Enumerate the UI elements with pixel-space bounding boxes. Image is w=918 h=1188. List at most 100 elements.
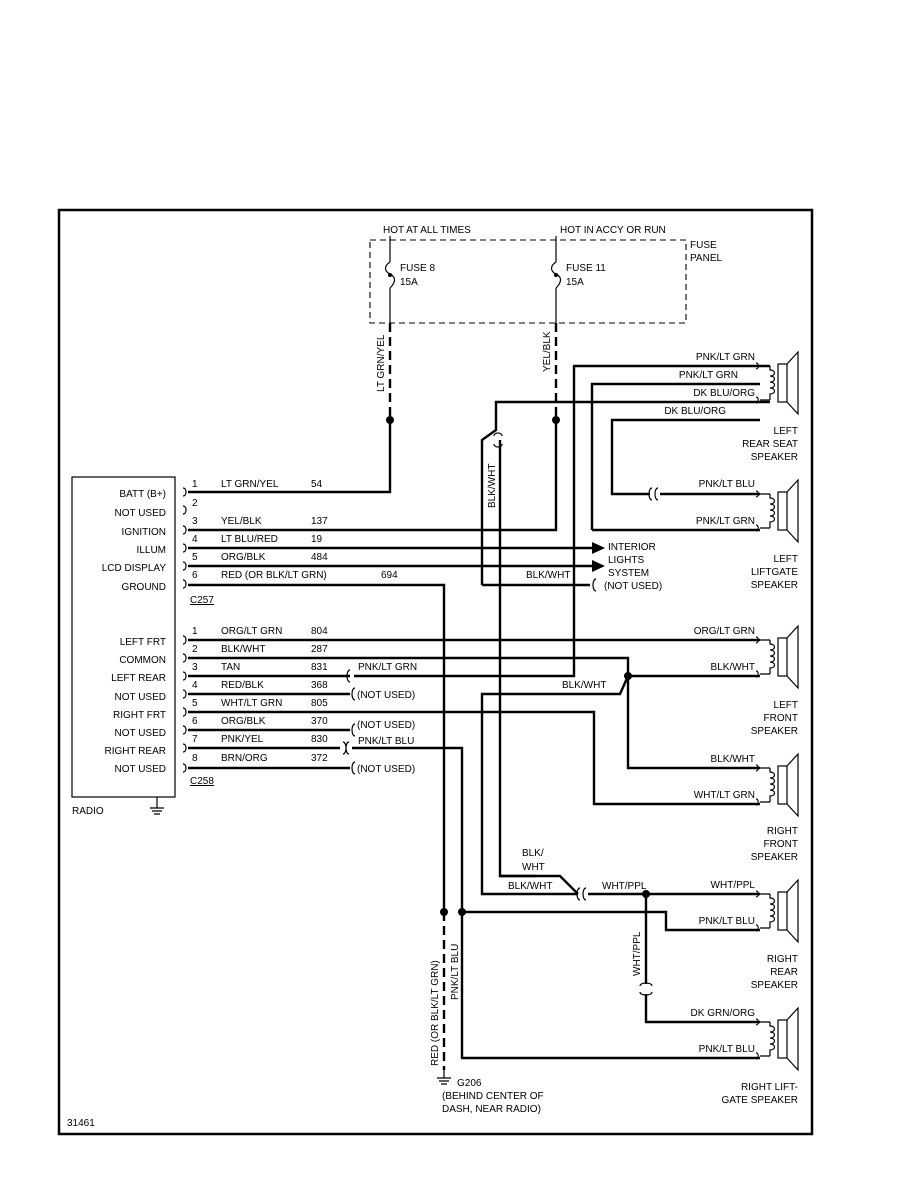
rr-top-label: WHT/PPL — [711, 880, 756, 891]
c257-color-3: YEL/BLK — [221, 516, 262, 527]
lf-bottom-label: BLK/WHT — [711, 662, 755, 673]
radio-pin-right-frt: RIGHT FRT — [113, 710, 166, 721]
speaker-right-front: BLK/WHT WHT/LT GRN RIGHT FRONT SPEAKER — [694, 753, 799, 863]
c257-color-4: LT BLU/RED — [221, 534, 278, 545]
c258-circuit-3: 831 — [311, 662, 328, 673]
not-used-4: (NOT USED) — [357, 690, 415, 701]
radio-pin-right-rear: RIGHT REAR — [105, 746, 167, 757]
yel-blk-vertical-label: YEL/BLK — [542, 331, 553, 372]
c257-color-1: LT GRN/YEL — [221, 479, 279, 490]
speaker-right-liftgate: DK GRN/ORG PNK/LT BLU RIGHT LIFT- GATE S… — [691, 1007, 799, 1106]
rlg-bottom-label: PNK/LT BLU — [699, 1044, 755, 1055]
wht-ppl-lower-label: WHT/PPL — [602, 881, 647, 892]
radio-pin-ignition: IGNITION — [122, 527, 166, 538]
interior-lights-1: INTERIOR — [608, 542, 656, 553]
c258-color-4: RED/BLK — [221, 680, 264, 691]
radio-pin-common: COMMON — [119, 655, 166, 666]
pnk-lt-blu-inline: PNK/LT BLU — [358, 736, 414, 747]
lf-label-1: LEFT — [774, 700, 798, 711]
rlg-top-label: DK GRN/ORG — [691, 1008, 756, 1019]
radio-pin-batt: BATT (B+) — [119, 489, 166, 500]
fuse-feed-wires: LT GRN/YEL YEL/BLK — [188, 323, 560, 532]
hot-at-all-times-label: HOT AT ALL TIMES — [383, 225, 471, 236]
fuse-11-rating: 15A — [566, 277, 584, 288]
rf-bottom-label: WHT/LT GRN — [694, 790, 755, 801]
c258-name: C258 — [190, 776, 214, 787]
c257-circuit-6: 694 — [381, 570, 398, 581]
c258-circuit-1: 804 — [311, 626, 328, 637]
c258-color-8: BRN/ORG — [221, 753, 268, 764]
lrs-wire4-label: DK BLU/ORG — [664, 406, 726, 417]
diagram-frame — [57, 208, 814, 1136]
radio-pin-illum: ILLUM — [137, 545, 166, 556]
fuse-11-symbol — [550, 261, 562, 289]
c258-pin-2: 2 — [192, 644, 198, 655]
fuse-panel-label-1: FUSE — [690, 240, 717, 251]
c257-circuit-3: 137 — [311, 516, 328, 527]
c258-color-3: TAN — [221, 662, 240, 673]
rr-bottom-label: PNK/LT BLU — [699, 916, 755, 927]
c257-pin-2: 2 — [192, 498, 198, 509]
c258-pin-8: 8 — [192, 753, 198, 764]
llg-label-2: LIFTGATE — [751, 567, 798, 578]
rr-label-2: REAR — [770, 967, 798, 978]
fuse-11-name: FUSE 11 — [566, 263, 606, 274]
c257-color-5: ORG/BLK — [221, 552, 266, 563]
g206-name: G206 — [457, 1078, 482, 1089]
lower-speaker-wires: BLK/ WHT BLK/WHT WHT/PPL WHT/PPL RED (OR… — [430, 848, 760, 1070]
blk-wht-splice: BLK/WHT — [480, 672, 760, 896]
c258-color-7: PNK/YEL — [221, 734, 264, 745]
pnk-lt-grn-inline: PNK/LT GRN — [358, 662, 417, 673]
radio-pin-not-used-8: NOT USED — [115, 764, 167, 775]
blk-wht-vertical-label: BLK/WHT — [487, 464, 498, 508]
figure-number: 31461 — [67, 1118, 95, 1129]
c258-circuit-5: 805 — [311, 698, 328, 709]
interior-lights-3: SYSTEM — [608, 568, 649, 579]
speaker-left-rear-seat: PNK/LT GRN PNK/LT GRN DK BLU/ORG DK BLU/… — [664, 351, 799, 463]
g206-line1: (BEHIND CENTER OF — [442, 1091, 544, 1102]
radio-pin-ground: GROUND — [122, 582, 166, 593]
c258-pin-1: 1 — [192, 626, 198, 637]
c257-circuit-4: 19 — [311, 534, 323, 545]
c257-circuit-1: 54 — [311, 479, 323, 490]
blk-wht-lower-label: BLK/WHT — [508, 881, 552, 892]
c257-color-6: RED (OR BLK/LT GRN) — [221, 570, 327, 581]
connector-brackets — [182, 487, 187, 773]
c258-circuit-4: 368 — [311, 680, 328, 691]
fuse-panel-label-2: PANEL — [690, 253, 722, 264]
g206-line2: DASH, NEAR RADIO) — [442, 1104, 541, 1115]
wht-ppl-vertical-label: WHT/PPL — [632, 931, 643, 976]
c258-circuit-6: 370 — [311, 716, 328, 727]
c257-pin-6: 6 — [192, 570, 198, 581]
ground-g206: G206 (BEHIND CENTER OF DASH, NEAR RADIO) — [437, 1070, 544, 1115]
radio-label: RADIO — [72, 806, 104, 817]
lrs-top-label: PNK/LT GRN — [696, 352, 755, 363]
interior-lights-2: LIGHTS — [608, 555, 644, 566]
radio-unit: RADIO BATT (B+) NOT USED IGNITION ILLUM … — [71, 476, 176, 817]
fuse-panel: HOT AT ALL TIMES HOT IN ACCY OR RUN FUSE… — [369, 225, 722, 324]
not-used-6: (NOT USED) — [357, 720, 415, 731]
c257-pin-1: 1 — [192, 479, 198, 490]
red-blk-lt-grn-vertical-label: RED (OR BLK/LT GRN) — [430, 960, 441, 1066]
c258-pin-6: 6 — [192, 716, 198, 727]
connector-c257: 1 LT GRN/YEL 54 2 3 YEL/BLK 137 4 LT BLU… — [190, 479, 398, 606]
lights-not-used: (NOT USED) — [604, 581, 662, 592]
c258-color-1: ORG/LT GRN — [221, 626, 282, 637]
rlg-label-1: RIGHT LIFT- — [741, 1082, 798, 1093]
c258-pin-5: 5 — [192, 698, 198, 709]
radio-pin-left-frt: LEFT FRT — [120, 637, 166, 648]
c258-color-5: WHT/LT GRN — [221, 698, 282, 709]
rlg-label-2: GATE SPEAKER — [721, 1095, 798, 1106]
c258-color-2: BLK/WHT — [221, 644, 265, 655]
c257-name: C257 — [190, 595, 214, 606]
speaker-right-rear: WHT/PPL PNK/LT BLU RIGHT REAR SPEAKER — [699, 879, 799, 991]
radio-pin-lcd-display: LCD DISPLAY — [102, 563, 167, 574]
blk-wht-stack-2: WHT — [522, 862, 545, 873]
lights-arrow-1 — [592, 542, 605, 554]
lrs-bottom-label: DK BLU/ORG — [693, 388, 755, 399]
c257-pin-4: 4 — [192, 534, 198, 545]
fuse-8-symbol — [384, 261, 396, 289]
hot-in-accy-or-run-label: HOT IN ACCY OR RUN — [560, 225, 666, 236]
fuse-8-rating: 15A — [400, 277, 418, 288]
